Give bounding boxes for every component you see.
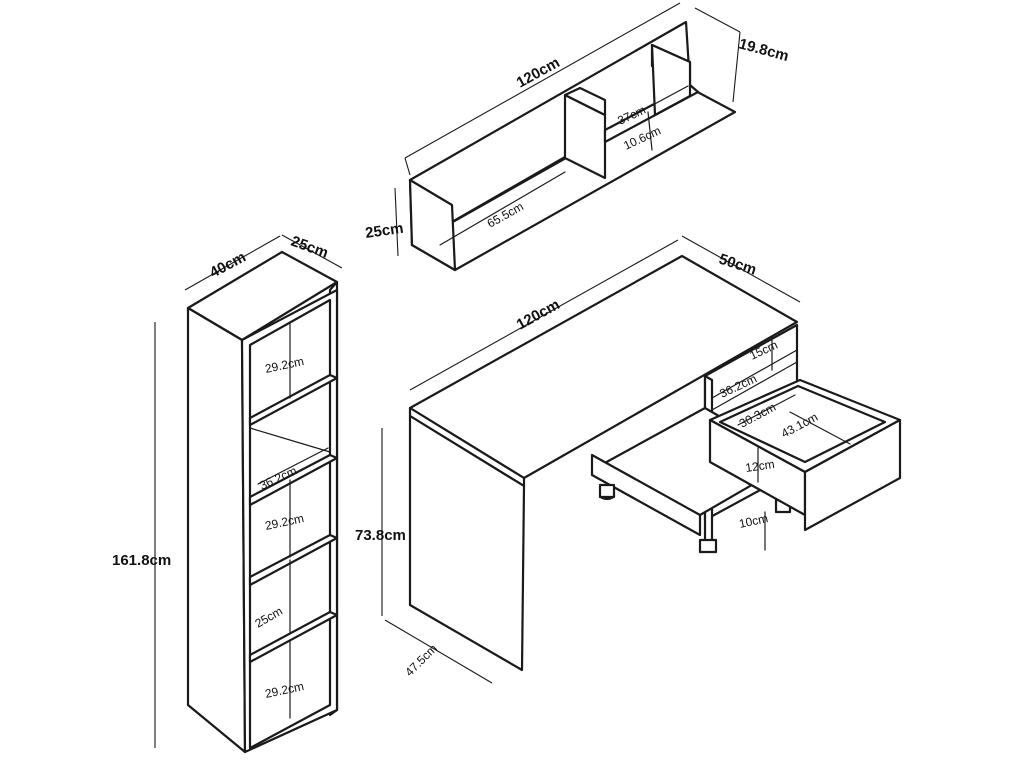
label-desk-depth: 50cm	[717, 251, 759, 279]
bookcase-shelf-4	[248, 610, 339, 664]
desk-compartment-line-1	[711, 361, 798, 411]
dim-line-inner-compartment	[609, 85, 689, 129]
bookcase-shelf-line	[249, 427, 331, 453]
dim-line-desk-width	[409, 239, 679, 391]
bookcase-shelf-1	[248, 373, 339, 427]
wall-shelf-divider-side	[563, 86, 607, 117]
desk-drawer-front	[803, 418, 902, 532]
label-desk-leg-depth: 47.5cm	[402, 641, 440, 679]
dim-line-bookcase-width	[184, 235, 281, 291]
bookcase: 40cm 25cm 161.8cm 29.2cm 36.2cm 29.2cm 2…	[112, 233, 343, 754]
label-shelf-height: 25cm	[364, 220, 404, 242]
dim-line-drawer-depth	[789, 411, 851, 445]
wall-shelf-left-end	[408, 178, 457, 272]
dim-line-desk-leg-depth	[384, 619, 493, 684]
dim-line-drawer-width	[737, 394, 796, 426]
desk-bottom-panel	[590, 453, 702, 537]
label-desk-height: 73.8cm	[355, 527, 406, 544]
dim-line-shelf-depth	[694, 7, 741, 33]
wall-shelf: 120cm 19.8cm 25cm 37cm 10.6cm 65.5cm	[364, 2, 791, 272]
label-bookcase-height: 161.8cm	[112, 552, 171, 569]
dim-tick	[404, 157, 411, 176]
bookcase-left-side	[186, 306, 247, 754]
desk-foot-1-body	[598, 483, 616, 499]
dim-line-bookcase-inner-width	[257, 447, 329, 485]
label-shelf-width: 120cm	[514, 54, 563, 92]
dim-line-shelf-depth-v	[732, 31, 741, 103]
bookcase-shelf-2	[248, 453, 339, 507]
desk: 120cm 50cm 73.8cm 47.5cm 15cm 36.2cm 30.…	[355, 235, 902, 684]
desk-left-leg	[408, 414, 526, 672]
wall-shelf-upright	[650, 43, 692, 117]
label-bottom-gap: 10cm	[738, 511, 770, 531]
desk-drawer-inside	[718, 384, 887, 464]
dim-line-inner-long	[439, 171, 566, 246]
dim-line-bookcase-depth	[281, 234, 343, 269]
dim-line-shelf-height	[394, 187, 399, 257]
label-drawer-height: 12cm	[744, 457, 775, 475]
desk-foot-2-body	[698, 538, 718, 554]
label-shelf-depth: 19.8cm	[737, 35, 791, 65]
dim-line-shelf-width	[404, 2, 681, 159]
dim-line-inner-height	[647, 111, 653, 151]
dim-line-desk-depth	[681, 235, 801, 303]
label-bookcase-depth: 25cm	[289, 233, 331, 262]
bookcase-shelf-3	[248, 533, 339, 587]
desk-compartment-line-2	[711, 349, 798, 399]
